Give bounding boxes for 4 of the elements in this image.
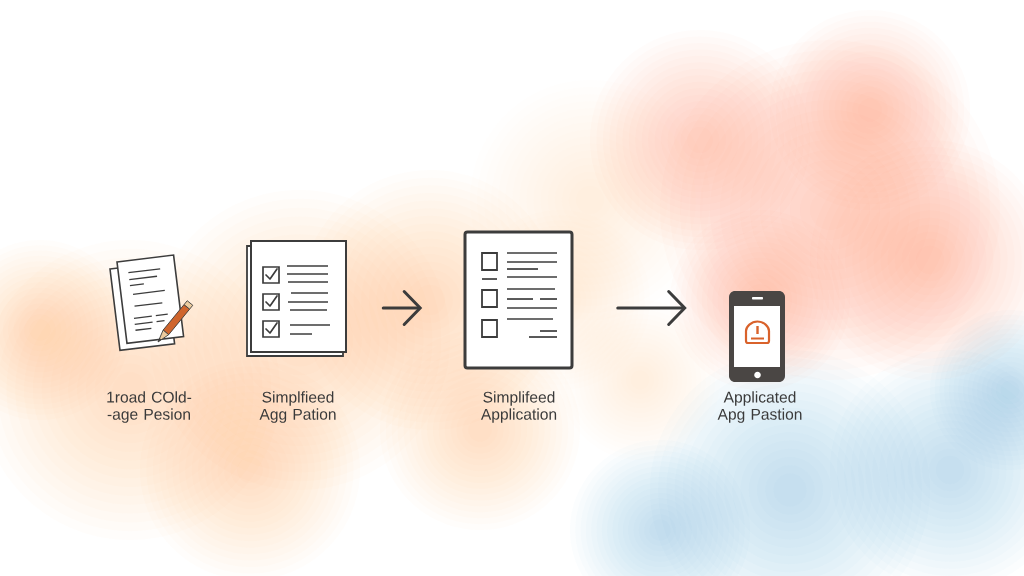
step-label: 1road COld- -age Pesion [107,391,192,423]
step-label: Applicated Apg Pastion [717,391,802,423]
step-label: Simplfieed Agg Pation [259,391,336,423]
step-label: Simplifeed Application [480,391,557,423]
